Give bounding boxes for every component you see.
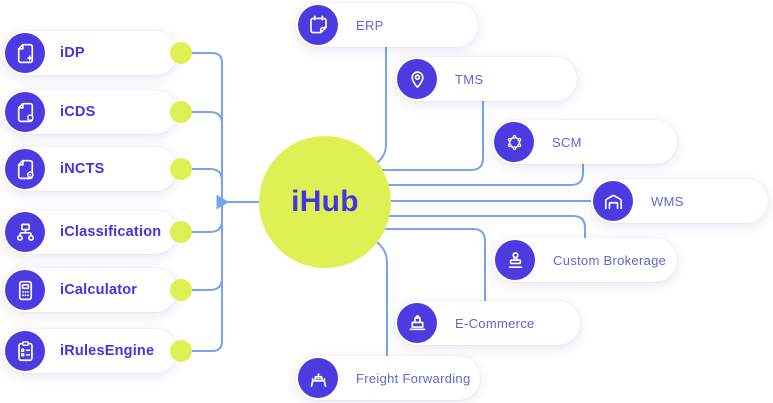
- node-incts: iNCTS: [3, 147, 192, 191]
- molecule-icon: [494, 122, 534, 162]
- connector-branch-icalculator: [189, 277, 223, 291]
- hierarchy-icon: [5, 212, 45, 252]
- node-label: iClassification: [60, 224, 162, 240]
- node-iclassification: iClassification: [3, 210, 192, 254]
- node-ecommerce: E-Commerce: [395, 301, 580, 345]
- connector-dot: [170, 279, 192, 301]
- document-circle-icon: [5, 92, 45, 132]
- node-label: iDP: [60, 45, 85, 61]
- node-label: iCalculator: [60, 282, 138, 298]
- hub-node: iHub: [259, 136, 391, 268]
- connector-dot: [170, 42, 192, 64]
- document-pin-icon: [5, 149, 45, 189]
- map-pin-icon: [397, 59, 437, 99]
- connector-dot: [170, 101, 192, 123]
- node-icalculator: iCalculator: [3, 268, 192, 312]
- node-irulesengine: iRulesEngine: [3, 329, 192, 373]
- node-label: Custom Brokerage: [553, 252, 667, 268]
- calculator-icon: [5, 270, 45, 310]
- connector-custom-brokerage: [329, 215, 586, 239]
- stamp-icon: [495, 240, 535, 280]
- node-label: E-Commerce: [455, 315, 535, 331]
- node-custom-brokerage: Custom Brokerage: [493, 238, 677, 282]
- connector-branch-icds: [189, 111, 223, 125]
- connector-tms: [329, 100, 484, 171]
- connector-branch-incts: [189, 168, 223, 182]
- laptop-shopping-icon: [397, 303, 437, 343]
- connector-scm: [329, 163, 584, 186]
- connector-ecommerce: [329, 228, 486, 302]
- warehouse-icon: [593, 181, 633, 221]
- calendar-icon: [298, 5, 338, 45]
- ship-icon: [298, 358, 338, 398]
- document-sparkle-icon: [5, 33, 45, 73]
- node-label: SCM: [552, 134, 582, 150]
- hub-label: iHub: [291, 185, 359, 218]
- node-label: WMS: [651, 193, 684, 209]
- node-wms: WMS: [591, 179, 768, 223]
- node-icds: iCDS: [3, 90, 192, 134]
- node-idp: iDP: [3, 31, 192, 75]
- node-freight-forwarding: Freight Forwarding: [296, 356, 480, 400]
- node-label: ERP: [356, 17, 384, 33]
- clipboard-checklist-icon: [5, 331, 45, 371]
- node-label: TMS: [455, 71, 484, 87]
- node-label: iRulesEngine: [60, 343, 155, 359]
- node-erp: ERP: [296, 3, 478, 47]
- node-tms: TMS: [395, 57, 577, 101]
- connector-dot: [170, 221, 192, 243]
- node-label: iNCTS: [60, 161, 105, 177]
- connector-dot: [170, 158, 192, 180]
- node-scm: SCM: [492, 120, 677, 164]
- node-label: Freight Forwarding: [356, 370, 471, 386]
- connector-dot: [170, 340, 192, 362]
- node-label: iCDS: [60, 104, 96, 120]
- arrow-right-icon: [216, 194, 229, 210]
- connector-branch-iclassification: [189, 219, 223, 233]
